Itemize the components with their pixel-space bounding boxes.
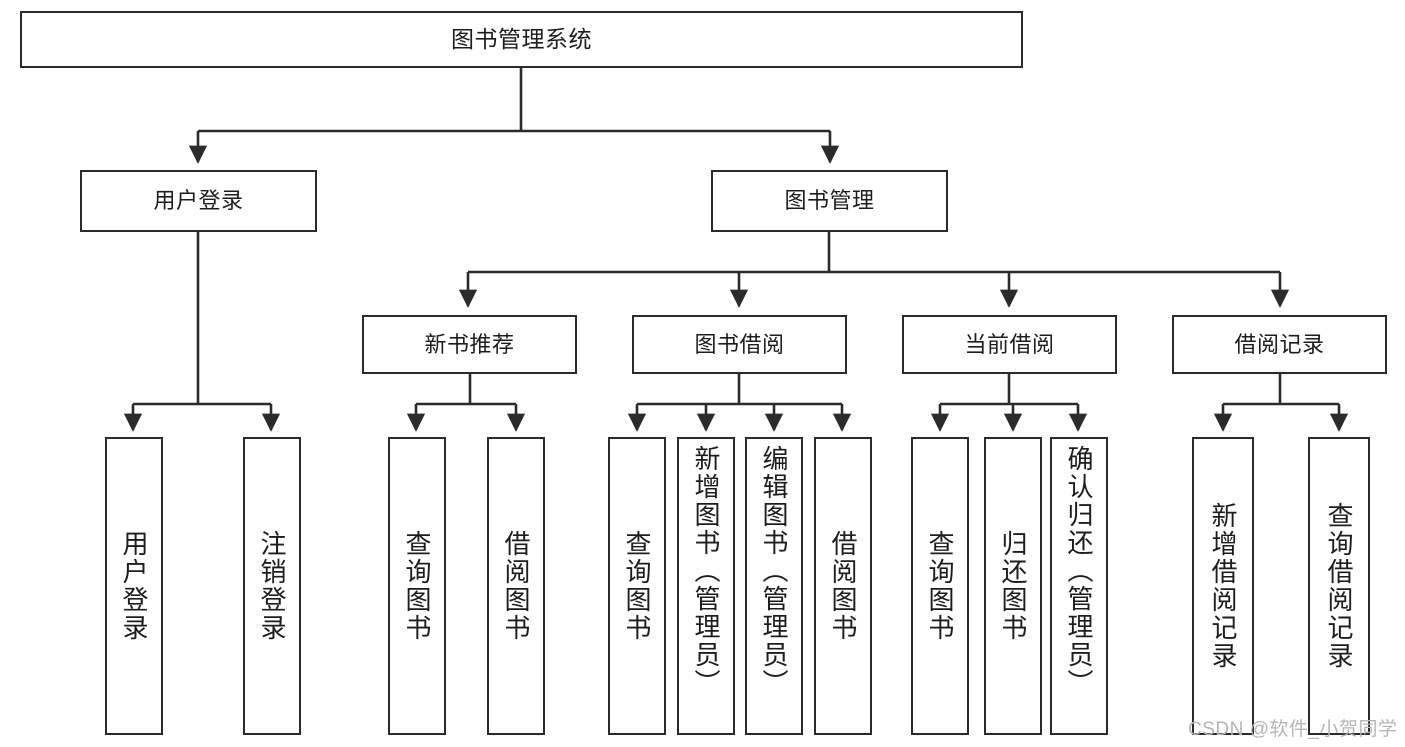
- leaf-text-wrap: 归还图书: [986, 439, 1040, 733]
- node-label: 当前借阅: [964, 331, 1055, 357]
- node-label: 新增图书（管理员）: [691, 445, 721, 697]
- node-label: 图书管理: [784, 188, 875, 214]
- node-label: 图书借阅: [694, 331, 785, 357]
- node-label: 图书管理系统: [451, 25, 592, 52]
- node-label: 确认归还（管理员）: [1064, 445, 1094, 697]
- leaf-query-book-current[interactable]: 查询图书: [911, 437, 969, 735]
- leaf-text-wrap: 查询借阅记录: [1310, 439, 1368, 733]
- leaf-text-wrap: 借阅图书: [489, 439, 543, 733]
- leaf-return-book[interactable]: 归还图书: [984, 437, 1042, 735]
- node-label: 借阅图书: [828, 530, 858, 642]
- leaf-query-book-newbook[interactable]: 查询图书: [388, 437, 446, 735]
- node-label: 借阅记录: [1234, 331, 1325, 357]
- node-label: 查询图书: [925, 530, 955, 642]
- node-label: 查询图书: [402, 530, 432, 642]
- leaf-text-wrap: 新增借阅记录: [1194, 439, 1252, 733]
- leaf-borrow-book-newbook[interactable]: 借阅图书: [487, 437, 545, 735]
- node-label: 注销登录: [257, 530, 287, 642]
- node-label: 编辑图书（管理员）: [759, 445, 789, 697]
- leaf-edit-book-admin[interactable]: 编辑图书（管理员）: [745, 437, 803, 735]
- leaf-text-wrap: 编辑图书（管理员）: [747, 439, 801, 739]
- leaf-user-login[interactable]: 用户登录: [105, 437, 163, 735]
- node-label: 归还图书: [998, 530, 1028, 642]
- node-label: 新书推荐: [424, 331, 515, 357]
- leaf-logout[interactable]: 注销登录: [243, 437, 301, 735]
- leaf-text-wrap: 查询图书: [610, 439, 664, 733]
- leaf-query-borrow-record[interactable]: 查询借阅记录: [1308, 437, 1370, 735]
- node-book-management[interactable]: 图书管理: [711, 170, 948, 232]
- node-label: 用户登录: [153, 188, 244, 214]
- node-current-borrow[interactable]: 当前借阅: [902, 315, 1117, 374]
- node-label: 查询借阅记录: [1324, 502, 1354, 670]
- leaf-confirm-return-admin[interactable]: 确认归还（管理员）: [1050, 437, 1108, 735]
- leaf-text-wrap: 确认归还（管理员）: [1052, 439, 1106, 739]
- node-new-book-recommend[interactable]: 新书推荐: [362, 315, 577, 374]
- leaf-add-borrow-record[interactable]: 新增借阅记录: [1192, 437, 1254, 735]
- leaf-query-book-borrow[interactable]: 查询图书: [608, 437, 666, 735]
- node-root-system[interactable]: 图书管理系统: [20, 11, 1023, 68]
- node-label: 新增借阅记录: [1208, 502, 1238, 670]
- leaf-add-book-admin[interactable]: 新增图书（管理员）: [677, 437, 735, 735]
- leaf-borrow-book-borrow[interactable]: 借阅图书: [814, 437, 872, 735]
- node-user-login[interactable]: 用户登录: [80, 170, 317, 232]
- node-label: 用户登录: [119, 530, 149, 642]
- leaf-text-wrap: 借阅图书: [816, 439, 870, 733]
- leaf-text-wrap: 用户登录: [107, 439, 161, 733]
- leaf-text-wrap: 新增图书（管理员）: [679, 439, 733, 739]
- node-borrow-record[interactable]: 借阅记录: [1172, 315, 1387, 374]
- leaf-text-wrap: 查询图书: [913, 439, 967, 733]
- node-label: 借阅图书: [501, 530, 531, 642]
- leaf-text-wrap: 注销登录: [245, 439, 299, 733]
- node-book-borrow[interactable]: 图书借阅: [632, 315, 847, 374]
- node-label: 查询图书: [622, 530, 652, 642]
- leaf-text-wrap: 查询图书: [390, 439, 444, 733]
